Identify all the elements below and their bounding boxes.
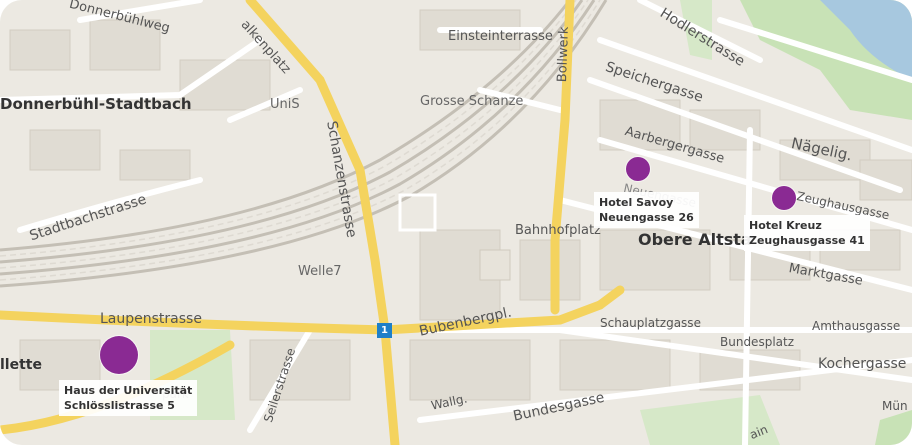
marker-callout-hotel-savoy[interactable]: Hotel Savoy Neuengasse 26 <box>594 192 699 228</box>
marker-callout-haus-der-universitaet[interactable]: Haus der Universität Schlösslistrasse 5 <box>59 380 198 416</box>
street-label-schauplatzgasse: Schauplatzgasse <box>600 316 701 330</box>
marker-address: Schlösslistrasse 5 <box>64 399 175 412</box>
poi-label-welle7: Welle7 <box>298 264 342 279</box>
marker-name: Hotel Savoy <box>599 196 674 209</box>
street-label-muen: Mün <box>882 399 908 413</box>
street-label-kochergasse: Kochergasse <box>818 356 907 372</box>
street-label-amthausgasse: Amthausgasse <box>812 319 901 333</box>
marker-callout-hotel-kreuz[interactable]: Hotel Kreuz Zeughausgasse 41 <box>744 215 870 251</box>
area-label-ellette: llette <box>0 357 42 373</box>
street-label-bahnhofplatz: Bahnhofplatz <box>515 223 601 238</box>
street-label-bollwerk: Bollwerk <box>555 26 572 83</box>
map-marker-hotel-savoy[interactable] <box>626 157 650 181</box>
route-number-badge: 1 <box>377 323 392 338</box>
marker-address: Zeughausgasse 41 <box>749 234 865 247</box>
street-label-laupenstrasse: Laupenstrasse <box>100 311 202 327</box>
poi-label-unis: UniS <box>270 97 300 112</box>
street-label-einsteinterrasse: Einsteinterrasse <box>448 29 553 44</box>
marker-name: Hotel Kreuz <box>749 219 822 232</box>
marker-name: Haus der Universität <box>64 384 193 397</box>
poi-label-grosse-schanze: Grosse Schanze <box>420 94 524 109</box>
area-label-donnerbuehl-stadtbach: Donnerbühl-Stadtbach <box>0 95 192 113</box>
map-marker-haus-der-universitaet[interactable] <box>100 336 138 374</box>
map-marker-hotel-kreuz[interactable] <box>772 186 796 210</box>
street-label-bundesplatz: Bundesplatz <box>720 335 795 349</box>
marker-address: Neuengasse 26 <box>599 211 694 224</box>
area-label-obere-altstadt: Obere Altsta <box>638 230 752 249</box>
